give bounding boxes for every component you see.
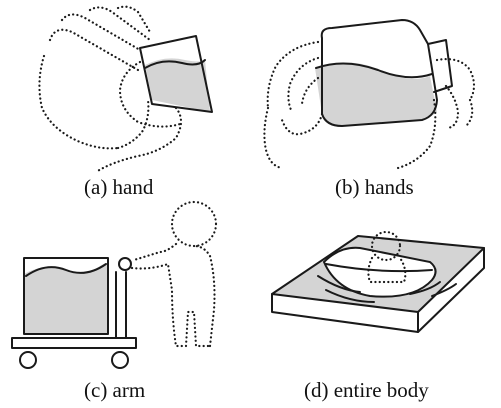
caption-panel-c: (c) arm bbox=[84, 378, 145, 403]
caption-panel-d: (d) entire body bbox=[304, 378, 429, 403]
panel-d-drawing bbox=[272, 232, 484, 332]
caption-panel-a: (a) hand bbox=[84, 175, 153, 200]
caption-panel-b: (b) hands bbox=[335, 175, 414, 200]
